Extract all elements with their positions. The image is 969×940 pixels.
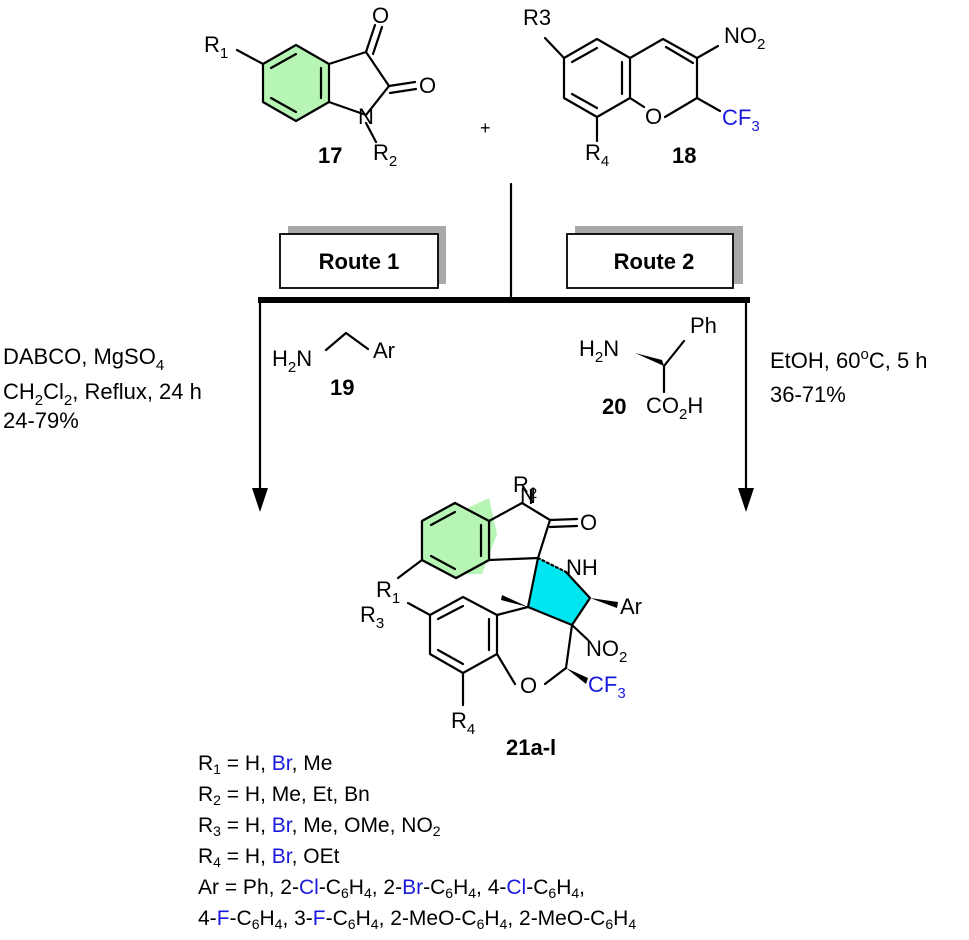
left-conditions-line-1: DABCO, MgSO4 xyxy=(3,344,164,374)
chromene-cf3: CF3 xyxy=(722,105,760,135)
right-conditions-line-1: EtOH, 60oC, 5 h xyxy=(770,346,928,373)
left-conditions-line-2: CH2Cl2, Reflux, 24 h xyxy=(3,379,202,409)
isatin-benzene-fill xyxy=(263,45,329,121)
product-r4-label: R4 xyxy=(451,708,475,738)
legend-r4: R4 = H, Br, OEt xyxy=(198,845,340,870)
route-1-box xyxy=(279,233,439,289)
product-21-number: 21a-l xyxy=(506,735,556,760)
legend-r1: R1 = H, Br, Me xyxy=(198,752,333,777)
isatin-r1-label: R1 xyxy=(204,32,228,62)
right-conditions-line-2: 36-71% xyxy=(770,382,846,407)
product-cf3: CF3 xyxy=(588,672,626,702)
compound-18-number: 18 xyxy=(672,143,696,168)
isatin-oxygen-right: O xyxy=(419,73,436,98)
product-ring-oxygen: O xyxy=(520,673,537,698)
route-2-arrow-head xyxy=(738,488,754,512)
legend-r2: R2 = H, Me, Et, Bn xyxy=(198,783,370,808)
legend-ar-line-2: 4-F-C6H4, 3-F-C6H4, 2-MeO-C6H4, 2-MeO-C6… xyxy=(198,907,637,932)
product-r2-label: R2 xyxy=(513,472,537,502)
compound-20-carboxyl: CO2H xyxy=(646,393,703,423)
product-21-structure xyxy=(396,488,618,707)
product-carbonyl-oxygen: O xyxy=(580,510,597,535)
pyrrolidine-ring-fill xyxy=(528,558,590,625)
isatin-oxygen-top: O xyxy=(372,3,389,28)
chromene-nitro: NO2 xyxy=(724,23,765,53)
product-nh: NH xyxy=(566,555,598,580)
legend-r3: R3 = H, Br, Me, OMe, NO2 xyxy=(198,814,441,839)
isatin-r2-label: R2 xyxy=(373,140,397,170)
substituent-legend: R1 = H, Br, Me R2 = H, Me, Et, Bn R3 = H… xyxy=(198,748,636,934)
route-1-label: Route 1 xyxy=(319,249,400,274)
compound-19-ar: Ar xyxy=(373,338,395,363)
chromene-r4-label: R4 xyxy=(585,140,609,170)
left-conditions-line-3: 24-79% xyxy=(3,408,79,433)
isatin-nitrogen: N xyxy=(358,104,374,129)
compound-20-phenyl: Ph xyxy=(690,313,717,338)
product-nitro: NO2 xyxy=(586,636,627,666)
product-r1-label: R1 xyxy=(376,577,400,607)
product-lactam-nitrogen: N xyxy=(520,483,536,508)
route-1-arrow-head xyxy=(252,488,268,512)
compound-17-structure xyxy=(235,23,418,144)
chromene-r3-label: R3 xyxy=(523,5,551,30)
route-2-label: Route 2 xyxy=(614,249,695,274)
compound-19-number: 19 xyxy=(330,375,354,400)
compound-17-number: 17 xyxy=(318,143,342,168)
compound-18-structure xyxy=(543,36,722,143)
compound-20-amine: H2N xyxy=(579,336,619,366)
compound-20-bonds xyxy=(635,339,686,394)
product-ar: Ar xyxy=(620,594,642,619)
compound-19-amine: H2N xyxy=(272,346,312,376)
chromene-ring-oxygen: O xyxy=(645,104,662,129)
route-2-box xyxy=(566,233,734,289)
legend-ar-line-1: Ar = Ph, 2-Cl-C6H4, 2-Br-C6H4, 4-Cl-C6H4… xyxy=(198,876,585,901)
compound-19-bonds xyxy=(324,331,370,352)
compound-20-number: 20 xyxy=(602,394,626,419)
plus-sign: + xyxy=(480,118,491,138)
product-r3-label: R3 xyxy=(360,602,384,632)
